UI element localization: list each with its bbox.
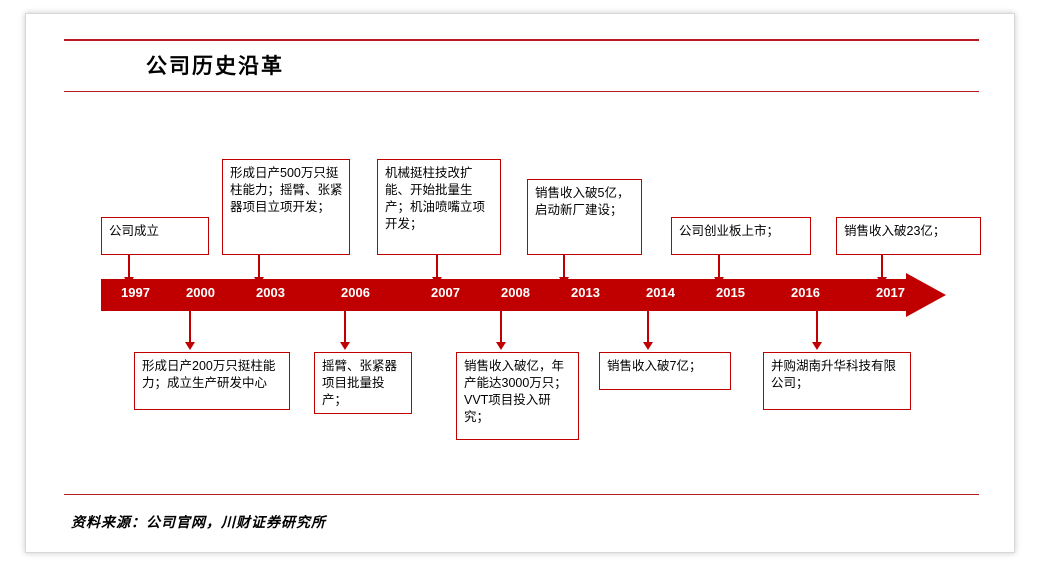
- timeline-arrow-icon: [906, 273, 946, 317]
- event-2000-box: 形成日产200万只挺柱能力；成立生产研发中心: [134, 352, 290, 410]
- timeline-year-2015: 2015: [716, 285, 745, 300]
- timeline-year-2016: 2016: [791, 285, 820, 300]
- event-2014-box: 销售收入破7亿；: [599, 352, 731, 390]
- event-2006-arrow-icon: [339, 342, 350, 350]
- event-2008-arrow-icon: [495, 342, 506, 350]
- event-2000-arrow-icon: [184, 342, 195, 350]
- title-rule-bottom: [64, 91, 979, 92]
- event-2013-box: 销售收入破5亿，启动新厂建设；: [527, 179, 642, 255]
- event-2003-connector: [258, 255, 260, 279]
- event-2006-connector: [344, 311, 346, 344]
- event-2014-connector: [647, 311, 649, 344]
- page-title: 公司历史沿革: [146, 53, 284, 78]
- timeline-year-2014: 2014: [646, 285, 675, 300]
- event-2007-box: 机械挺柱技改扩能、开始批量生产；机油喷嘴立项开发；: [377, 159, 501, 255]
- timeline-year-2013: 2013: [571, 285, 600, 300]
- slide-card: 公司历史沿革 公司成立形成日产500万只挺柱能力；摇臂、张紧器项目立项开发； 机械…: [25, 13, 1015, 553]
- event-2000-connector: [189, 311, 191, 344]
- event-2014-arrow-icon: [642, 342, 653, 350]
- event-1997-box: 公司成立: [101, 217, 209, 255]
- event-2006-box: 摇臂、张紧器项目批量投产；: [314, 352, 412, 414]
- timeline-bar: [101, 279, 906, 311]
- timeline-year-2003: 2003: [256, 285, 285, 300]
- event-2003-box: 形成日产500万只挺柱能力；摇臂、张紧器项目立项开发；: [222, 159, 350, 255]
- event-2017-box: 销售收入破23亿；: [836, 217, 981, 255]
- timeline-year-1997: 1997: [121, 285, 150, 300]
- event-2013-connector: [563, 255, 565, 279]
- event-2016-box: 并购湖南升华科技有限公司；: [763, 352, 911, 410]
- timeline-year-2007: 2007: [431, 285, 460, 300]
- source-note: 资料来源：公司官网，川财证券研究所: [71, 515, 326, 531]
- event-2015-box: 公司创业板上市；: [671, 217, 811, 255]
- timeline-year-2017: 2017: [876, 285, 905, 300]
- event-1997-connector: [128, 255, 130, 279]
- event-2015-connector: [718, 255, 720, 279]
- event-2007-connector: [436, 255, 438, 279]
- timeline-year-2000: 2000: [186, 285, 215, 300]
- title-rule-top: [64, 39, 979, 41]
- event-2017-connector: [881, 255, 883, 279]
- event-2008-connector: [500, 311, 502, 344]
- event-2016-arrow-icon: [811, 342, 822, 350]
- timeline-year-2008: 2008: [501, 285, 530, 300]
- footer-rule: [64, 494, 979, 495]
- event-2008-box: 销售收入破亿，年产能达3000万只；VVT项目投入研究；: [456, 352, 579, 440]
- timeline-axis: 1997 2000 2003 2006 2007 2008 2013 2014 2015 2016…: [101, 273, 946, 317]
- event-2016-connector: [816, 311, 818, 344]
- timeline-year-2006: 2006: [341, 285, 370, 300]
